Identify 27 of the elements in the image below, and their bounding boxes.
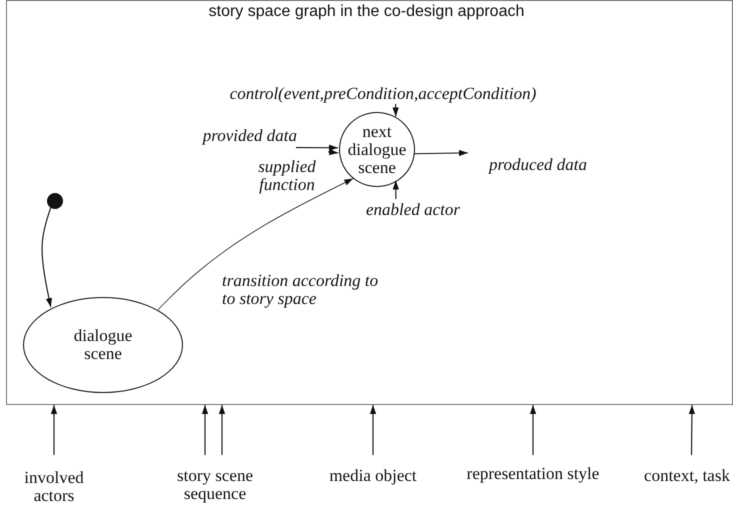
- input-label: representation style: [463, 455, 603, 523]
- input-label: context, task: [642, 455, 732, 523]
- input-label: media object: [323, 455, 423, 523]
- arrow: [530, 405, 536, 455]
- arrow: [370, 405, 376, 455]
- flow-label: supplied function: [245, 149, 329, 197]
- input-label: story scene sequence: [150, 455, 280, 523]
- arrow: [42, 207, 52, 308]
- arrow: [688, 405, 696, 455]
- arrow: [328, 148, 338, 156]
- arrow: [158, 178, 354, 310]
- diagram-title: story space graph in the co-design approach: [208, 3, 526, 21]
- flow-label: provided data: [201, 127, 297, 151]
- arrow: [202, 405, 208, 455]
- flow-label: produced data: [469, 151, 607, 199]
- arrow: [50, 405, 58, 455]
- arrow: [218, 405, 226, 455]
- arrow: [392, 180, 399, 199]
- input-label: involved actors: [14, 455, 94, 523]
- arrow: [296, 144, 338, 151]
- scene-oval: dialogue scene: [23, 297, 183, 393]
- scene-oval: next dialogue scene: [339, 112, 415, 187]
- arrow: [414, 150, 468, 156]
- flow-label: enabled actor: [351, 200, 475, 220]
- flow-label: control(event,preCondition,acceptCondition): [213, 85, 553, 105]
- arrow: [392, 104, 399, 116]
- start-dot: [47, 193, 63, 209]
